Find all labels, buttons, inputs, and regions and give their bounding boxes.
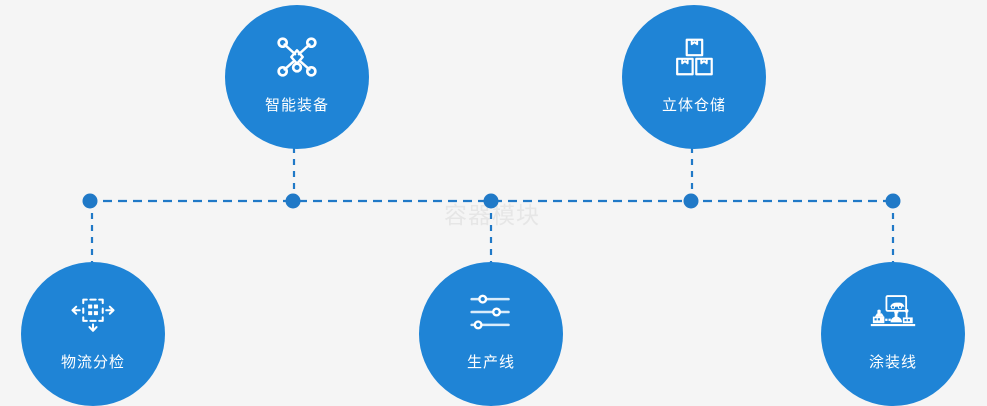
watermark-text: 容器模块 [444,202,540,228]
node-label-smart-equipment: 智能装备 [264,97,329,114]
node-label-stereo-warehouse: 立体仓储 [661,97,726,114]
four-way-sorting-icon [70,289,116,335]
node-logistics-sorting[interactable]: 物流分检 [21,262,165,406]
junction-dot-logistics-sorting[interactable] [82,193,98,209]
junction-dot-painting-line[interactable] [885,193,901,209]
node-smart-equipment[interactable]: 智能装备 [225,5,369,149]
node-label-logistics-sorting: 物流分检 [60,354,125,371]
node-stereo-warehouse[interactable]: 立体仓储 [622,5,766,149]
network-nodes-icon [274,34,320,80]
junction-dot-smart-equipment[interactable] [285,193,301,209]
junction-dot-stereo-warehouse[interactable] [683,193,699,209]
sliders-icon [468,289,514,335]
node-painting-line[interactable]: 涂装线 [821,262,965,406]
node-production-line[interactable]: 生产线 [419,262,563,406]
stacked-boxes-icon [671,34,717,80]
node-label-production-line: 生产线 [466,354,515,371]
node-label-painting-line: 涂装线 [868,354,917,371]
factory-monitor-icon [870,289,916,335]
